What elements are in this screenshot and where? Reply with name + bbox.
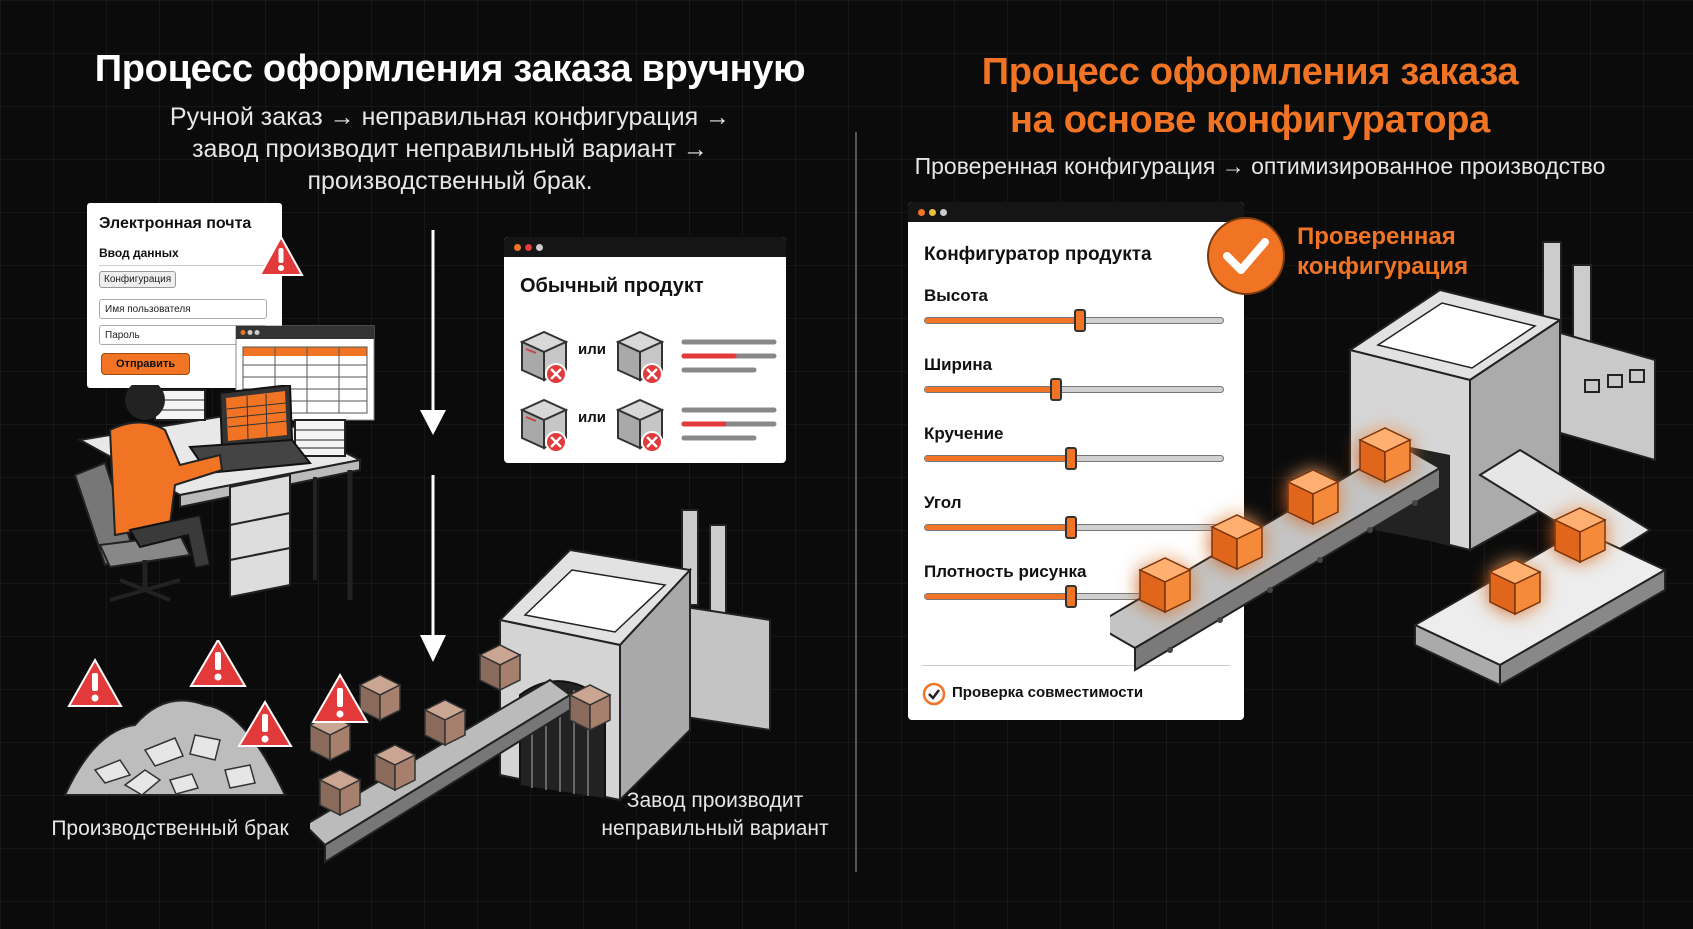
slider-fill bbox=[925, 387, 1057, 392]
box-icon bbox=[615, 398, 665, 453]
product-variants-illustration bbox=[519, 330, 777, 453]
box-icon bbox=[423, 699, 467, 747]
check-circle-icon bbox=[922, 682, 946, 706]
slider-thumb[interactable] bbox=[1073, 309, 1086, 332]
right-title-line: на основе конфигуратора bbox=[1009, 99, 1491, 141]
left-subtitle-line: завод производит неправильный вариант → bbox=[192, 135, 708, 163]
warning-icon bbox=[258, 235, 304, 276]
username-field[interactable]: Имя пользователя bbox=[99, 299, 267, 319]
configuration-tag: Конфигурация bbox=[99, 271, 177, 288]
slider-track[interactable] bbox=[924, 585, 1224, 608]
person-at-desk-illustration bbox=[73, 385, 364, 602]
factory-caption-line: Завод производит bbox=[626, 789, 804, 812]
left-subtitle-line: Ручной заказ → неправильная конфигурация… bbox=[169, 103, 731, 131]
box-icon bbox=[1488, 559, 1542, 616]
factory-caption-line: неправильный вариант bbox=[601, 817, 829, 840]
box-icon bbox=[615, 330, 665, 385]
right-subtitle: Проверенная конфигурация → оптимизирован… bbox=[914, 153, 1606, 179]
regular-product-title: Обычный продукт bbox=[520, 275, 704, 297]
box-icon bbox=[568, 684, 612, 732]
regular-product-card: Обычный продукт или или bbox=[504, 237, 786, 463]
factory-wrong-variant-illustration bbox=[310, 509, 771, 864]
slider-label: Ширина bbox=[924, 355, 993, 374]
slider-thumb[interactable] bbox=[1050, 378, 1063, 401]
right-title-line: Процесс оформления заказа bbox=[981, 51, 1519, 93]
slider-label: Угол bbox=[924, 493, 962, 512]
slider-track[interactable] bbox=[924, 378, 1224, 401]
slider-track[interactable] bbox=[924, 516, 1224, 539]
box-icon bbox=[519, 398, 569, 453]
slider-fill bbox=[925, 594, 1072, 599]
box-icon bbox=[1553, 507, 1607, 564]
verified-check-icon bbox=[1207, 217, 1285, 295]
warning-icon bbox=[311, 672, 369, 723]
slider-fill bbox=[925, 525, 1072, 530]
or-label: или bbox=[578, 341, 606, 358]
box-icon bbox=[373, 744, 417, 792]
left-subtitle: Ручной заказ → неправильная конфигурация… bbox=[110, 101, 790, 197]
box-icon bbox=[1210, 514, 1264, 571]
section-divider bbox=[855, 132, 857, 872]
right-title: Процесс оформления заказа на основе конф… bbox=[930, 48, 1570, 144]
box-icon bbox=[358, 674, 402, 722]
optimized-factory-illustration bbox=[1110, 241, 1668, 687]
email-card-section: Ввод данных bbox=[99, 246, 179, 260]
verified-line: Проверенная bbox=[1297, 223, 1456, 250]
verified-configuration-label: Проверенная конфигурация bbox=[1297, 222, 1468, 282]
flow-arrows bbox=[420, 230, 446, 662]
box-icon bbox=[1286, 469, 1340, 526]
compatibility-check-label: Проверка совместимости bbox=[952, 684, 1144, 701]
slider-track[interactable] bbox=[924, 309, 1224, 332]
warning-icon bbox=[237, 700, 293, 747]
spreadsheet-window bbox=[235, 325, 375, 421]
box-icon bbox=[519, 330, 569, 385]
box-icon bbox=[478, 644, 522, 692]
slider-label: Кручение bbox=[924, 424, 1004, 443]
left-title: Процесс оформления заказа вручную bbox=[94, 48, 806, 90]
slider-fill bbox=[925, 456, 1072, 461]
slider-label: Высота bbox=[924, 286, 988, 305]
slider-track[interactable] bbox=[924, 447, 1224, 470]
submit-button[interactable]: Отправить bbox=[101, 353, 191, 375]
or-label: или bbox=[578, 409, 606, 426]
factory-caption: Завод производит неправильный вариант bbox=[585, 787, 845, 843]
left-subtitle-line: производственный брак. bbox=[307, 167, 593, 195]
email-card: Электронная почта Ввод данных Конфигурац… bbox=[87, 203, 282, 388]
configurator-title: Конфигуратор продукта bbox=[924, 244, 1152, 265]
slider-thumb[interactable] bbox=[1065, 447, 1078, 470]
production-waste-illustration bbox=[63, 640, 293, 796]
box-icon bbox=[1138, 557, 1192, 614]
email-card-title: Электронная почта bbox=[99, 215, 252, 232]
slider-label: Плотность рисунка bbox=[924, 562, 1087, 581]
slider-fill bbox=[925, 318, 1080, 323]
warning-icon bbox=[67, 657, 123, 707]
slider-thumb[interactable] bbox=[1065, 516, 1078, 539]
slider-thumb[interactable] bbox=[1065, 585, 1078, 608]
box-icon bbox=[1358, 427, 1412, 484]
verified-line: конфигурация bbox=[1297, 253, 1469, 280]
warning-icon bbox=[189, 640, 247, 687]
waste-caption: Производственный брак bbox=[51, 817, 289, 840]
box-icon bbox=[318, 769, 362, 817]
